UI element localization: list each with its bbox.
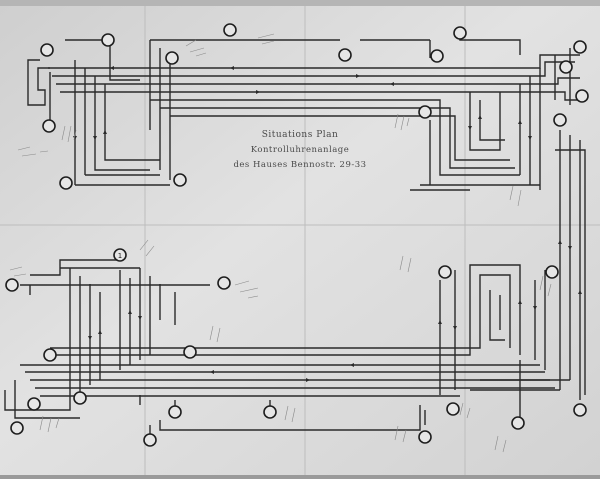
station-circle bbox=[453, 26, 467, 40]
station-circle bbox=[143, 433, 157, 447]
station-circle bbox=[40, 43, 54, 57]
station-circle bbox=[183, 345, 197, 359]
station-circle bbox=[446, 402, 460, 416]
station-circle bbox=[5, 278, 19, 292]
station-circle bbox=[573, 403, 587, 417]
station-circle bbox=[511, 416, 525, 430]
station-number: 1 bbox=[118, 252, 122, 260]
pencil-notes bbox=[9, 33, 552, 453]
station-circle bbox=[573, 40, 587, 54]
station-circle bbox=[165, 51, 179, 65]
station-circle bbox=[559, 60, 573, 74]
station-circle bbox=[338, 48, 352, 62]
station-circle bbox=[418, 105, 432, 119]
station-circle bbox=[553, 113, 567, 127]
station-circle bbox=[27, 397, 41, 411]
station-circle bbox=[263, 405, 277, 419]
station-circle bbox=[10, 421, 24, 435]
station-circle bbox=[73, 391, 87, 405]
plan-subtitle: Kontrolluhrenanlage bbox=[250, 145, 350, 155]
station-circle bbox=[438, 265, 452, 279]
arrows-top bbox=[73, 66, 532, 140]
station-circle bbox=[430, 49, 444, 63]
arrows-bottom bbox=[88, 240, 582, 382]
station-circle bbox=[43, 348, 57, 362]
station-circle bbox=[101, 33, 115, 47]
station-circle bbox=[545, 265, 559, 279]
station-circle bbox=[418, 430, 432, 444]
station-circle bbox=[173, 173, 187, 187]
station-circle bbox=[168, 405, 182, 419]
station-circle bbox=[42, 119, 56, 133]
station-circle bbox=[223, 23, 237, 37]
wiring-bottom bbox=[4, 259, 555, 440]
wiring-top bbox=[27, 30, 585, 191]
station-circle bbox=[113, 248, 127, 262]
station-circle bbox=[217, 276, 231, 290]
station-circle bbox=[59, 176, 73, 190]
plan-title: Situations Plan bbox=[261, 130, 339, 140]
stations bbox=[5, 23, 589, 447]
wiring-right-bus bbox=[470, 130, 586, 400]
station-circle bbox=[575, 89, 589, 103]
plan-building: des Hauses Bennostr. 29-33 bbox=[233, 160, 367, 170]
plan-title-block: Situations Plan Kontrolluhrenanlage des … bbox=[230, 128, 370, 173]
